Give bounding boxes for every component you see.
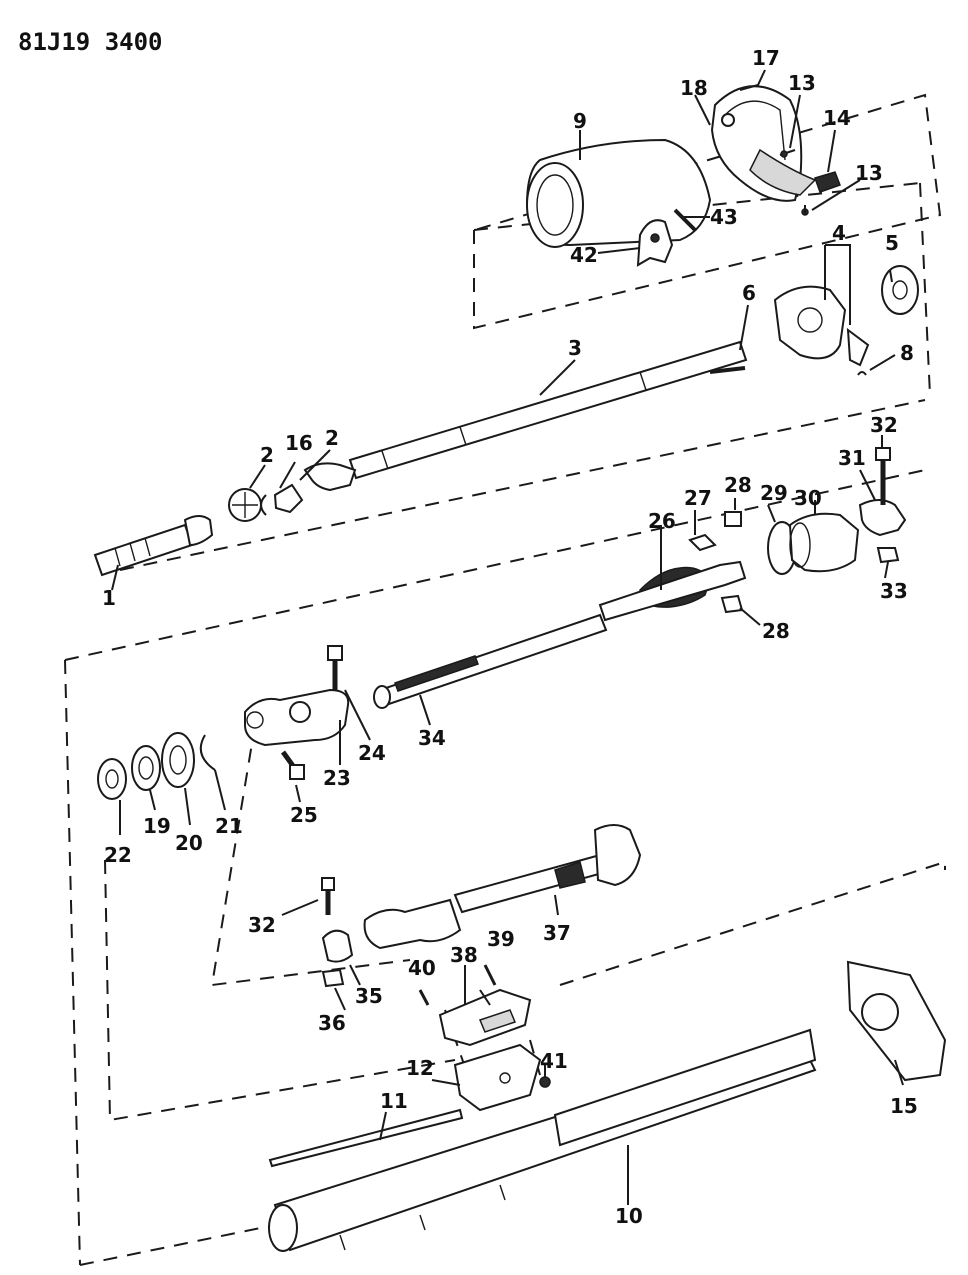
bolt-part-24	[327, 645, 343, 690]
label-42: 42	[570, 243, 598, 267]
u-joint-part-23	[244, 688, 350, 747]
upper-right-dashed-box	[473, 93, 942, 396]
shroud-part-9	[525, 138, 712, 248]
label-28-upper: 28	[724, 473, 752, 497]
column-jacket-part-10	[268, 1028, 817, 1252]
label-35: 35	[355, 984, 383, 1008]
label-38: 38	[450, 943, 478, 967]
snap-ring-part-21	[199, 734, 216, 771]
bearing-part-5	[881, 265, 919, 315]
housing-part-4	[773, 285, 870, 367]
nut-part-22	[97, 758, 127, 800]
lower-shaft-part-37	[363, 824, 642, 950]
label-3: 3	[568, 336, 582, 360]
spring-part-8	[857, 371, 867, 376]
screw-part-41	[539, 1076, 551, 1088]
nut-part-36	[321, 968, 345, 988]
label-34: 34	[418, 726, 446, 750]
label-8: 8	[900, 341, 914, 365]
label-4: 4	[832, 221, 846, 245]
figure-id: 81J19 3400	[18, 28, 163, 56]
label-25: 25	[290, 803, 318, 827]
bolt-part-32-upper	[875, 447, 891, 505]
nut-part-28-lower	[720, 594, 744, 614]
nut-part-28-upper	[724, 511, 742, 527]
clamp-part-35	[321, 929, 354, 963]
rod-part-11	[268, 1108, 464, 1168]
label-10: 10	[615, 1204, 643, 1228]
label-20: 20	[175, 831, 203, 855]
clip-part-27	[688, 533, 717, 552]
label-43: 43	[710, 205, 738, 229]
label-16: 16	[285, 431, 313, 455]
label-15: 15	[890, 1094, 918, 1118]
coupler-part-30	[788, 512, 860, 573]
ring-part-16	[260, 494, 267, 516]
race-part-20	[161, 732, 195, 788]
label-18: 18	[680, 76, 708, 100]
label-24: 24	[358, 741, 386, 765]
screw-part-13-upper	[779, 149, 796, 158]
label-36: 36	[318, 1011, 346, 1035]
lever-part-42	[636, 219, 674, 267]
label-1: 1	[102, 586, 116, 610]
yoke-upper	[303, 462, 357, 492]
part-number-labels: 9 17 18 13 14 13 43 42 4 5 6 8 3 2 16 2 …	[102, 46, 918, 1228]
label-39: 39	[487, 927, 515, 951]
leader-lines	[111, 69, 904, 1205]
label-22: 22	[104, 843, 132, 867]
label-12: 12	[406, 1056, 434, 1080]
bolt-part-6	[709, 366, 746, 374]
lock-housing-part-17	[710, 85, 817, 202]
screw-part-39	[483, 964, 497, 986]
upper-shaft-part-3	[348, 340, 748, 480]
label-26: 26	[648, 509, 676, 533]
bolt-part-25	[280, 750, 305, 780]
bracket-part-12	[453, 1043, 542, 1112]
shaft-part-26	[598, 560, 747, 622]
label-13-lower: 13	[855, 161, 883, 185]
label-37: 37	[543, 921, 571, 945]
label-17: 17	[752, 46, 780, 70]
label-5: 5	[885, 231, 899, 255]
label-2-left: 2	[260, 443, 274, 467]
pin-part-43	[673, 208, 697, 232]
label-41: 41	[540, 1049, 568, 1073]
label-30: 30	[794, 486, 822, 510]
label-6: 6	[742, 281, 756, 305]
label-21: 21	[215, 814, 243, 838]
nut-part-33	[876, 547, 900, 564]
label-14: 14	[823, 106, 851, 130]
yoke-part-31	[858, 499, 907, 537]
label-11: 11	[380, 1089, 408, 1113]
coupling-part-2-right	[273, 483, 304, 514]
label-9: 9	[573, 109, 587, 133]
label-28-lower: 28	[762, 619, 790, 643]
switch-part-38	[438, 988, 532, 1047]
label-31: 31	[838, 446, 866, 470]
clip-part-14	[814, 171, 841, 193]
lower-shaft-part-1	[93, 515, 214, 577]
label-32-upper: 32	[870, 413, 898, 437]
label-2-right: 2	[325, 426, 339, 450]
label-23: 23	[323, 766, 351, 790]
main-dashed-box	[64, 399, 946, 1266]
bolt-part-32-lower	[321, 877, 335, 915]
plate-part-15	[846, 960, 947, 1082]
screw-part-40	[418, 989, 430, 1006]
label-27: 27	[684, 486, 712, 510]
intermediate-shaft-part-34	[373, 613, 608, 709]
label-19: 19	[143, 814, 171, 838]
coupling-part-2-left	[228, 488, 262, 522]
label-32-lower: 32	[248, 913, 276, 937]
screw-part-13-lower	[801, 205, 809, 216]
label-13-upper: 13	[788, 71, 816, 95]
label-29: 29	[760, 481, 788, 505]
bearing-part-19	[131, 745, 161, 791]
label-40: 40	[408, 956, 436, 980]
label-33: 33	[880, 579, 908, 603]
